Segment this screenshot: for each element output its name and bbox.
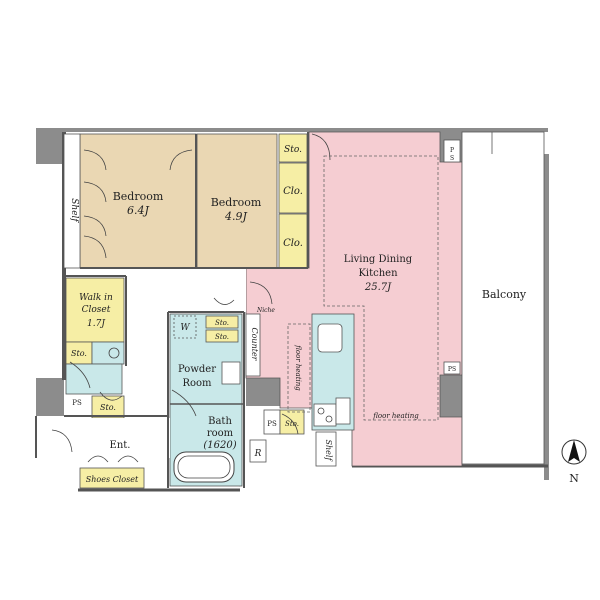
storage-top	[278, 133, 308, 163]
ldk-line1: Living Dining	[344, 254, 413, 265]
storage-hall-1-label: Sto.	[71, 349, 87, 358]
walk-in-closet-size: 1.7J	[87, 319, 106, 329]
powder-room	[169, 313, 243, 405]
shoes-closet	[79, 467, 145, 489]
storage-powder-1	[205, 315, 239, 329]
kitchen-shelf-label: Shelf	[324, 440, 333, 463]
ps-box-right	[443, 361, 461, 375]
storage-powder-2-label: Sto.	[215, 333, 229, 341]
entrance-label: Ent.	[110, 440, 131, 451]
bedroom-1-size: 6.4J	[127, 204, 149, 217]
closet-2	[278, 213, 308, 269]
balcony-rail	[544, 154, 549, 480]
ldk-line2: Kitchen	[358, 268, 398, 279]
counter-strip	[245, 313, 261, 377]
closet-1-label: Clo.	[283, 186, 303, 197]
ldk-size: 25.7J	[364, 282, 392, 293]
column-mid-left	[36, 378, 64, 416]
bathtub	[173, 451, 235, 483]
floor-heating-zone-2	[287, 323, 311, 413]
ps-box-left	[66, 396, 88, 408]
sink-area	[65, 363, 123, 395]
storage-powder-2	[205, 329, 239, 343]
walk-in-closet-line1: Walk in	[79, 293, 113, 303]
bedroom-2-size: 4.9J	[224, 210, 247, 223]
storage-powder-1-label: Sto.	[215, 319, 229, 327]
kitchen-shelf	[315, 431, 337, 467]
ps-right-label: PS	[448, 366, 456, 373]
balcony-label: Balcony	[482, 288, 527, 301]
bathtub-inner	[177, 455, 231, 479]
storage-top-label: Sto.	[284, 145, 302, 155]
ps-box-top	[443, 139, 461, 163]
bedroom-2-name: Bedroom	[211, 196, 262, 209]
storage-hall-2-label: Sto.	[100, 403, 116, 412]
walk-in-closet-line2: Closet	[82, 305, 111, 315]
storage-center	[279, 409, 305, 435]
compass-north-label: N	[569, 472, 579, 485]
washer-w-label: W	[180, 323, 190, 333]
floor-heating-label-2: floor heating	[372, 412, 419, 420]
column-mid-right	[440, 375, 462, 417]
column-center	[246, 378, 280, 406]
washer-box	[173, 315, 197, 339]
washer-icon	[108, 347, 120, 359]
bedroom-1-name: Bedroom	[113, 190, 164, 203]
kitchen-sink	[317, 323, 343, 353]
bath-line1: Bath	[208, 416, 232, 427]
shelf-strip	[63, 133, 81, 269]
kitchen-stove	[313, 403, 337, 427]
powder-sink	[221, 361, 241, 385]
ps-center-label: PS	[267, 420, 277, 428]
bath-size: (1620)	[203, 440, 236, 451]
closet-2-label: Clo.	[283, 238, 303, 249]
kitchen-counter	[335, 397, 351, 425]
powder-room-line1: Powder	[178, 364, 216, 375]
refrigerator-label: R	[254, 449, 262, 459]
storage-center-label: Sto.	[285, 420, 299, 428]
counter-label: Counter	[250, 327, 259, 361]
column-top-left	[36, 128, 64, 164]
shelf-label: Shelf	[69, 198, 79, 223]
balcony	[461, 131, 545, 465]
bath-line2: room	[207, 428, 234, 439]
floor-heating-label-1: floor heating	[294, 344, 302, 391]
niche-label: Niche	[256, 307, 275, 314]
shoes-closet-label: Shoes Closet	[86, 475, 139, 484]
powder-room-line2: Room	[182, 378, 212, 389]
ps-left-label: PS	[72, 399, 82, 407]
doors	[51, 133, 331, 463]
entrance	[66, 418, 170, 458]
ps-top-label-p: P	[450, 147, 454, 154]
interior-walls	[35, 132, 309, 492]
closet-1	[278, 162, 308, 214]
ps-top-label-s: S	[450, 155, 454, 162]
compass-icon	[561, 439, 587, 465]
floor-heating-zone-1	[323, 155, 439, 421]
walk-in-closet	[65, 277, 125, 343]
refrigerator-box	[249, 439, 267, 463]
